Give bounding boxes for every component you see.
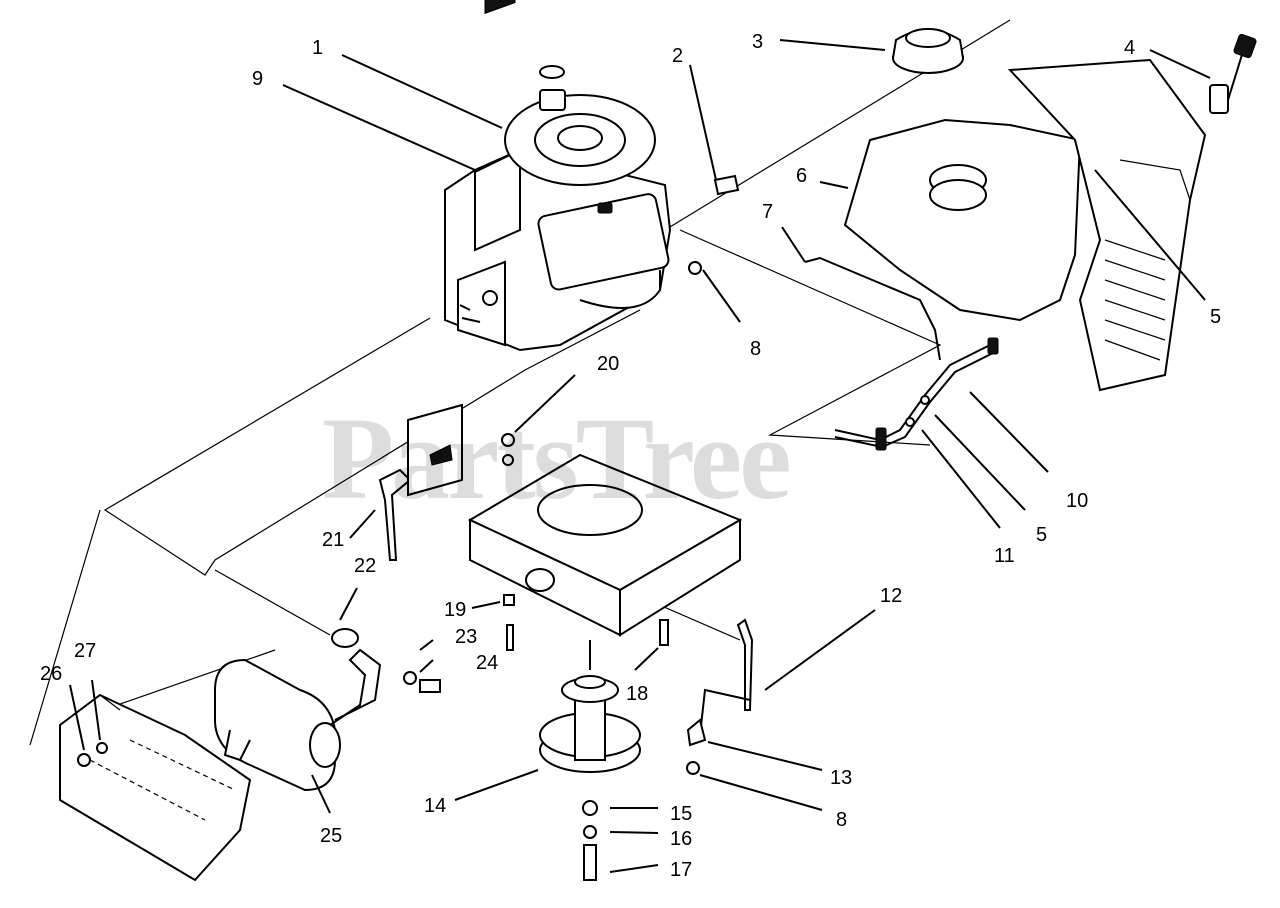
callout-8-lower: 8 — [836, 809, 847, 831]
callout-24: 24 — [476, 652, 498, 674]
engine — [444, 0, 672, 352]
pulley — [539, 640, 641, 773]
callout-18: 18 — [626, 683, 648, 705]
callout-21: 21 — [322, 529, 344, 551]
gas-cap — [892, 28, 964, 74]
callout-20: 20 — [597, 353, 619, 375]
callout-5-upper: 5 — [1210, 306, 1221, 328]
fuel-tank — [843, 118, 1082, 322]
callout-22: 22 — [354, 555, 376, 577]
callout-14: 14 — [424, 795, 446, 817]
callout-13: 13 — [830, 767, 852, 789]
callout-17: 17 — [670, 859, 692, 881]
callout-19: 19 — [444, 599, 466, 621]
leader-lines — [69, 39, 1211, 873]
callout-16: 16 — [670, 828, 692, 850]
callout-5-lower: 5 — [1036, 524, 1047, 546]
callout-labels: 1 9 2 3 4 6 7 5 8 20 10 5 11 21 22 12 19… — [40, 31, 1221, 881]
heat-shield — [59, 693, 252, 882]
callout-2: 2 — [672, 45, 683, 67]
callout-6: 6 — [796, 165, 807, 187]
callout-3: 3 — [752, 31, 763, 53]
hood-panel — [1007, 58, 1207, 392]
callout-7: 7 — [762, 201, 773, 223]
hardware — [77, 174, 754, 881]
callout-8-upper: 8 — [750, 338, 761, 360]
callout-25: 25 — [320, 825, 342, 847]
callout-26: 26 — [40, 663, 62, 685]
callout-9: 9 — [252, 68, 263, 90]
choke-control — [1209, 33, 1257, 114]
callout-10: 10 — [1066, 490, 1088, 512]
muffler — [214, 628, 382, 792]
callout-12: 12 — [880, 585, 902, 607]
callout-11: 11 — [994, 545, 1015, 567]
callout-23: 23 — [455, 626, 477, 648]
watermark: PartsTree — [322, 393, 789, 524]
fuel-line — [804, 256, 999, 451]
callout-1: 1 — [312, 37, 323, 59]
callout-27: 27 — [74, 640, 96, 662]
engine-mount-plate — [467, 453, 743, 637]
callout-4: 4 — [1124, 37, 1135, 59]
callout-15: 15 — [670, 803, 692, 825]
